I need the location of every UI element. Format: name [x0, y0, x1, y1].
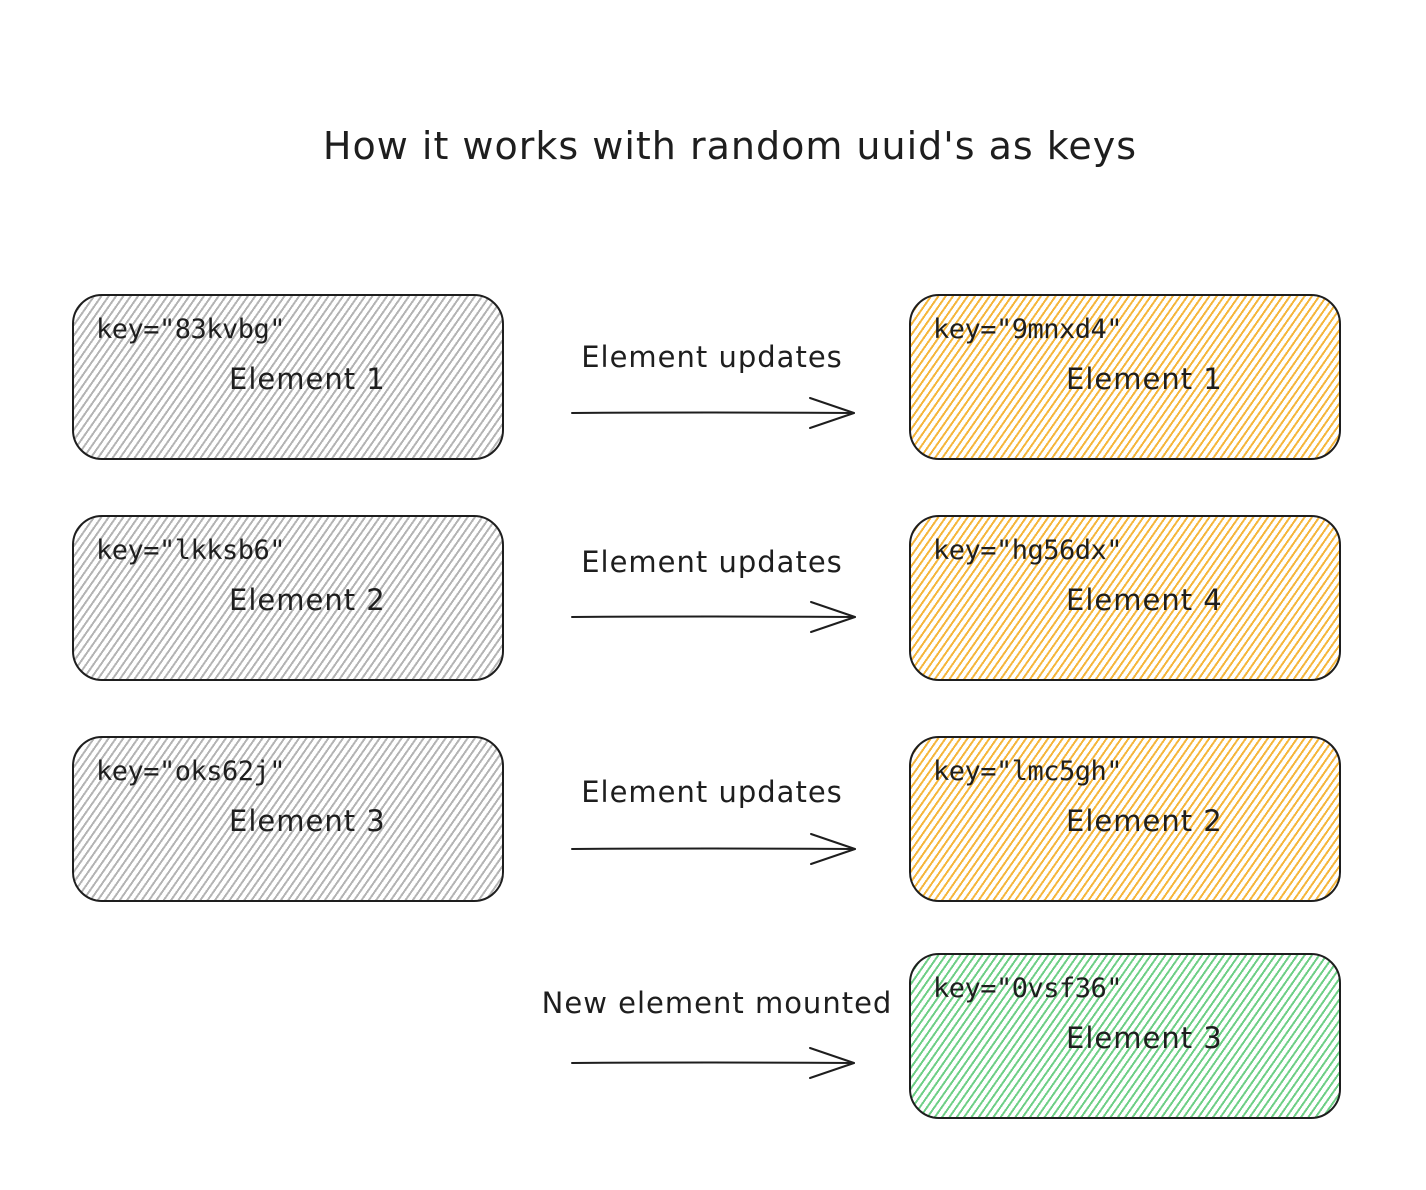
- right-node-2-key: key="hg56dx": [933, 535, 1123, 566]
- edge-4-arrow: [571, 1047, 855, 1079]
- right-node-3-label: Element 2: [1066, 804, 1223, 838]
- edge-1-arrow: [571, 397, 855, 429]
- edge-4-label: New element mounted: [541, 986, 893, 1020]
- edge-2-arrow: [571, 601, 856, 633]
- left-node-2-key: key="lkksb6": [96, 535, 286, 566]
- left-node-1-label: Element 1: [229, 362, 386, 396]
- right-node-2-label: Element 4: [1066, 583, 1223, 617]
- right-node-4-label: Element 3: [1066, 1021, 1223, 1055]
- left-node-2: key="lkksb6" Element 2: [72, 515, 504, 681]
- right-node-4: key="0vsf36" Element 3: [909, 953, 1341, 1119]
- right-node-1-label: Element 1: [1066, 362, 1223, 396]
- right-node-3: key="lmc5gh" Element 2: [909, 736, 1341, 902]
- left-node-1-key: key="83kvbg": [96, 314, 286, 345]
- edge-2-label: Element updates: [581, 545, 843, 579]
- left-node-1: key="83kvbg" Element 1: [72, 294, 504, 460]
- left-node-3-key: key="oks62j": [96, 756, 286, 787]
- left-node-3: key="oks62j" Element 3: [72, 736, 504, 902]
- edge-1-label: Element updates: [581, 340, 843, 374]
- right-node-1-key: key="9mnxd4": [933, 314, 1123, 345]
- left-node-3-label: Element 3: [229, 804, 386, 838]
- right-node-4-key: key="0vsf36": [933, 973, 1123, 1004]
- edge-3-arrow: [571, 833, 856, 865]
- right-node-1: key="9mnxd4" Element 1: [909, 294, 1341, 460]
- left-node-2-label: Element 2: [229, 583, 386, 617]
- right-node-2: key="hg56dx" Element 4: [909, 515, 1341, 681]
- diagram-title: How it works with random uuid's as keys: [322, 124, 1138, 168]
- right-node-3-key: key="lmc5gh": [933, 756, 1123, 787]
- edge-3-label: Element updates: [581, 775, 843, 809]
